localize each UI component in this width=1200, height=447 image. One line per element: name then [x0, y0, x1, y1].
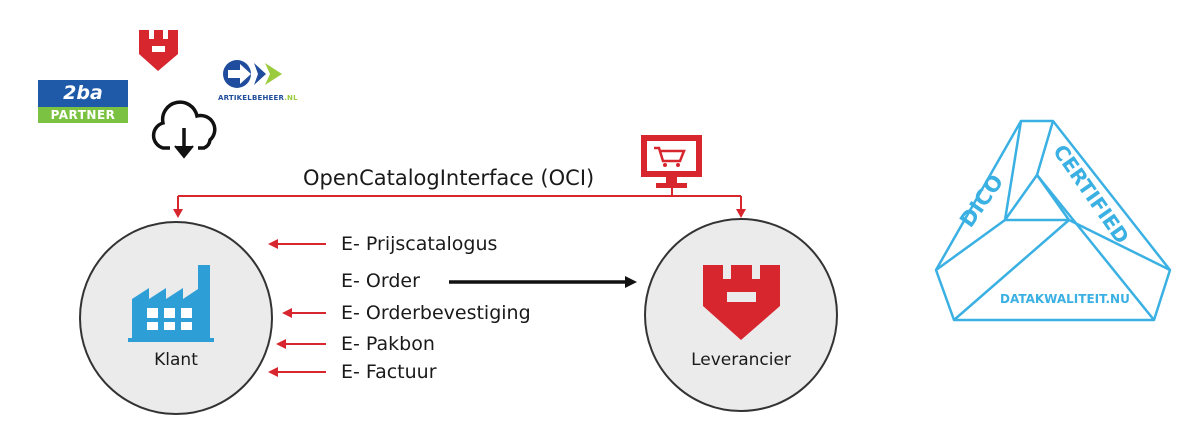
flow-arrow-prijscatalogus	[268, 239, 326, 249]
artikelbeheer-logo-label: ARTIKELBEHEER.NL	[218, 94, 298, 102]
artikelbeheer-main: ARTIKELBEHEER	[218, 94, 285, 102]
flow-arrow-factuur	[268, 367, 326, 377]
monitor-cart-icon	[641, 135, 702, 188]
partner-2ba-logo-bottom: PARTNER	[38, 107, 128, 123]
dico-badge-bottom-text: DATAKWALITEIT.NU	[1000, 292, 1130, 306]
flow-label-order: E- Order	[341, 270, 420, 292]
partner-2ba-logo: 2ba PARTNER	[38, 80, 128, 124]
artikelbeheer-logo-icon	[223, 60, 282, 88]
oci-arrowhead-client	[173, 209, 183, 218]
oci-arrowhead-supplier	[736, 209, 746, 218]
wurth-logo-icon	[139, 30, 178, 71]
client-label: Klant	[154, 350, 198, 370]
artikelbeheer-suffix: .NL	[284, 94, 298, 102]
flow-arrow-order	[449, 276, 637, 288]
cloud-download-icon	[151, 100, 217, 159]
oci-label: OpenCatalogInterface (OCI)	[303, 166, 595, 190]
flow-arrow-pakbon	[276, 339, 326, 349]
flow-label-pakbon: E- Pakbon	[341, 333, 435, 355]
dico-certified-badge	[934, 119, 1172, 322]
factory-icon	[128, 265, 214, 342]
flow-arrow-orderbevestiging	[282, 308, 326, 318]
flow-label-orderbevestiging: E- Orderbevestiging	[341, 302, 531, 324]
wurth-logo-icon	[703, 265, 780, 340]
flow-arrows	[268, 239, 637, 377]
supplier-label: Leverancier	[691, 350, 791, 370]
flow-label-prijscatalogus: E- Prijscatalogus	[341, 233, 498, 255]
partner-2ba-logo-top: 2ba	[38, 80, 128, 107]
oci-connector	[177, 188, 742, 212]
flow-label-factuur: E- Factuur	[341, 361, 437, 383]
